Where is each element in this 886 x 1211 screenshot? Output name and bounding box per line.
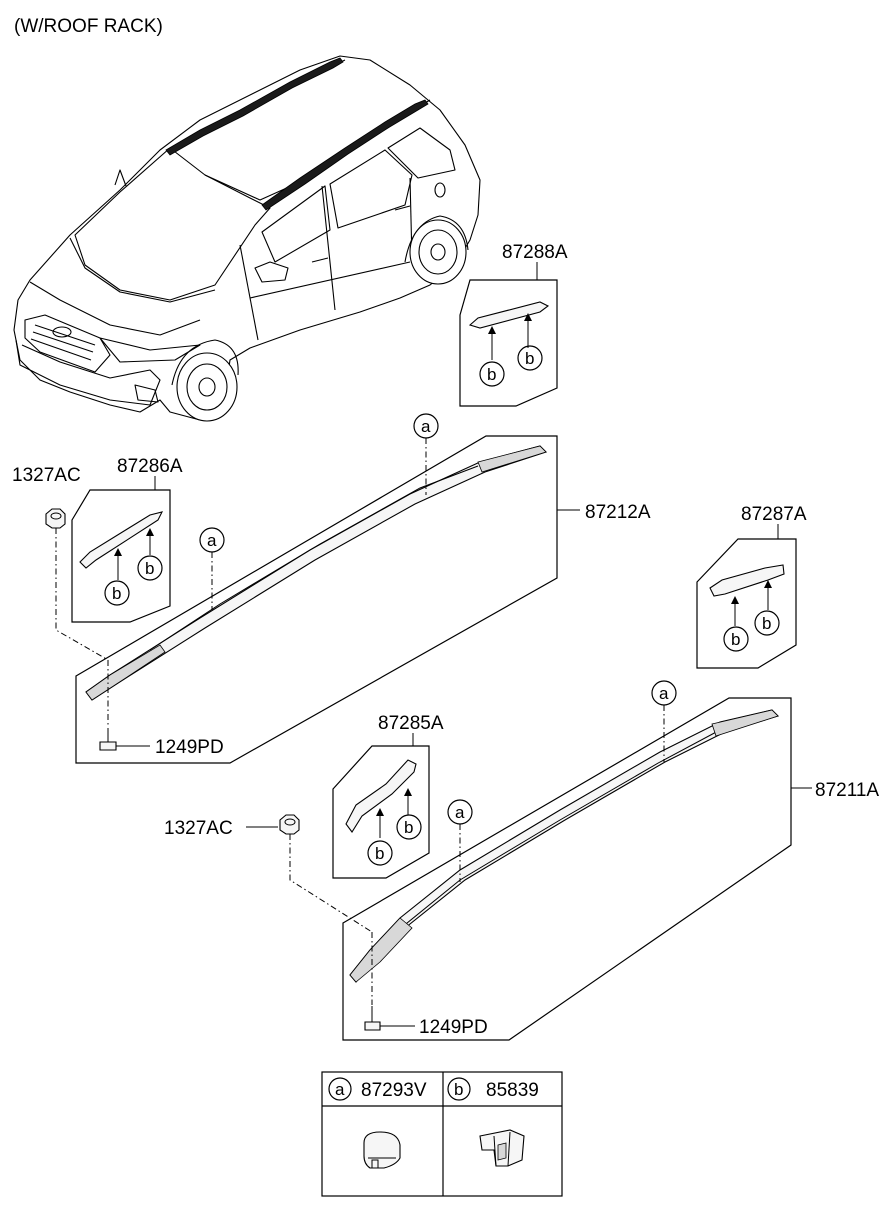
legend-b-letter: b: [454, 1080, 463, 1099]
part-label-87211A: 87211A: [815, 780, 879, 801]
part-label-1249PD-top: 1249PD: [155, 737, 224, 758]
part-label-1327AC-bottom: 1327AC: [164, 818, 233, 839]
roof-rail-87211A: [349, 709, 780, 983]
part-box-87286A: [71, 489, 171, 623]
callout-b: b: [731, 630, 740, 649]
bolt-1249PD-bottom: [364, 1021, 381, 1031]
callout-b-circle: [137, 555, 163, 581]
part-label-87212A: 87212A: [585, 502, 651, 523]
callout-b: b: [487, 365, 496, 384]
callout-b: b: [112, 584, 121, 603]
callout-b-circle: [723, 626, 749, 652]
callout-a: a: [421, 417, 431, 436]
part-group-87286A: 87286A b b: [71, 456, 183, 623]
callout-a: a: [659, 684, 669, 703]
clip-87293V-drawing: [363, 1131, 401, 1169]
fastener-group-bottom: 1327AC 1249PD: [164, 814, 488, 1038]
end-cap-87288A: [468, 301, 550, 329]
diagram-title: (W/ROOF RACK): [14, 16, 163, 37]
callout-b: b: [525, 349, 534, 368]
callout-b: b: [375, 844, 384, 863]
part-box-87212A: [75, 435, 558, 764]
callout-b-circle: [367, 840, 393, 866]
legend-table: a 87293V b 85839: [321, 1071, 563, 1197]
car-illustration: [13, 55, 481, 422]
part-box-87287A: [696, 538, 797, 669]
end-cap-87285A: [345, 759, 417, 833]
legend-a-circle: [328, 1077, 352, 1101]
end-cap-87287A: [709, 564, 785, 597]
part-group-87287A: 87287A b b: [696, 504, 807, 669]
callout-b: b: [404, 818, 413, 837]
part-label-87288A: 87288A: [502, 242, 568, 263]
roof-rack-right-silhouette: [261, 99, 429, 211]
callout-b-circle: [517, 345, 543, 371]
callout-b-circle: [104, 580, 130, 606]
part-label-87286A: 87286A: [117, 456, 183, 477]
part-group-87285A: 87285A b b: [332, 713, 444, 879]
bolt-1249PD-top: [99, 741, 117, 751]
legend-a-letter: a: [335, 1080, 345, 1099]
part-label-1249PD-bottom: 1249PD: [419, 1017, 488, 1038]
end-cap-87286A: [79, 511, 164, 569]
part-label-87285A: 87285A: [378, 713, 444, 734]
part-box-87285A: [332, 745, 430, 879]
legend-a-part: 87293V: [361, 1080, 427, 1101]
part-group-87288A: 87288A b b: [459, 242, 568, 407]
part-group-87211A: a a 87211A: [342, 680, 879, 1041]
fastener-group-top: 1327AC 1249PD: [12, 465, 224, 758]
callout-b-circle: [396, 814, 422, 840]
callout-b-circle: [754, 610, 780, 636]
part-box-87211A: [342, 697, 792, 1041]
part-label-87287A: 87287A: [741, 504, 807, 525]
callout-a: a: [207, 531, 217, 550]
callout-b: b: [762, 614, 771, 633]
callout-b: b: [145, 559, 154, 578]
roof-rack-left-silhouette: [165, 57, 344, 156]
legend-b-part: 85839: [486, 1080, 539, 1101]
part-box-87288A: [459, 279, 558, 407]
part-group-87212A: a a 87212A: [75, 413, 651, 764]
legend-b-circle: [447, 1077, 471, 1101]
callout-a: a: [455, 803, 465, 822]
part-label-1327AC-top: 1327AC: [12, 465, 81, 486]
callout-b-circle: [479, 361, 505, 387]
